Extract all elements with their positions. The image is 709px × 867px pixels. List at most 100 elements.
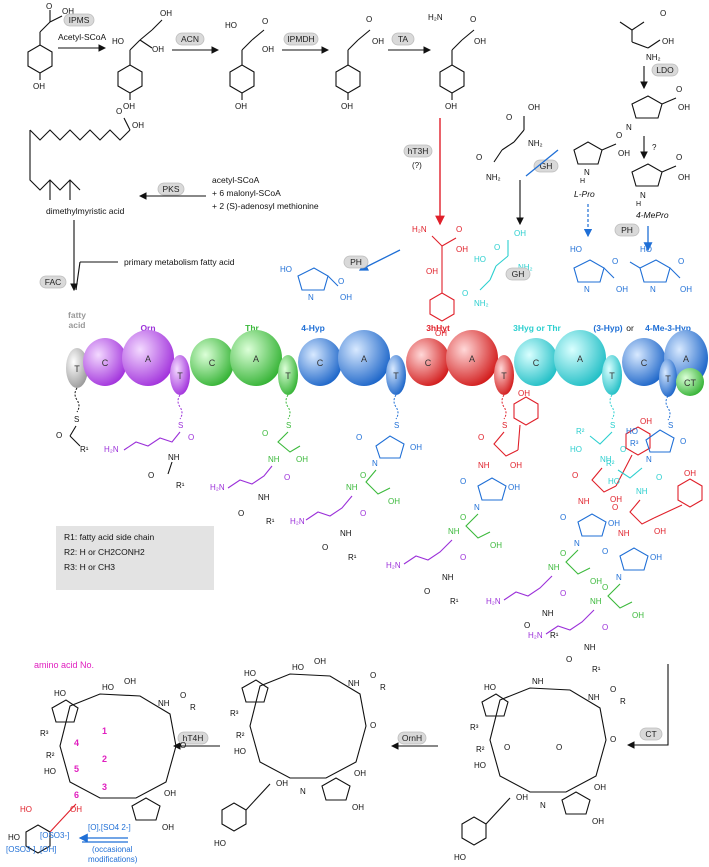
intermediate-1: S O R¹ — [56, 387, 89, 454]
svg-text:OH: OH — [680, 285, 692, 294]
label-4-mepro: 4-MePro — [636, 210, 669, 220]
svg-text:OH: OH — [276, 779, 288, 788]
svg-text:NH: NH — [588, 693, 600, 702]
svg-text:OH: OH — [314, 657, 326, 666]
svg-text:O: O — [424, 587, 430, 596]
svg-text:HO: HO — [225, 21, 237, 30]
svg-text:O: O — [356, 433, 362, 442]
svg-text:HO: HO — [102, 683, 114, 692]
svg-text:GH: GH — [512, 269, 525, 279]
svg-text:O: O — [188, 433, 194, 442]
svg-text:5: 5 — [74, 764, 79, 774]
svg-text:S: S — [178, 421, 183, 430]
svg-text:C: C — [641, 358, 648, 368]
svg-text:A: A — [683, 354, 689, 364]
domain-c-hhyt — [406, 338, 450, 386]
svg-text:C: C — [533, 358, 540, 368]
svg-text:O: O — [262, 17, 268, 26]
svg-text:O: O — [360, 471, 366, 480]
svg-text:S: S — [286, 421, 291, 430]
svg-text:O: O — [46, 2, 52, 11]
svg-text:O: O — [560, 513, 566, 522]
svg-text:HO: HO — [234, 747, 246, 756]
svg-text:R³: R³ — [40, 729, 49, 738]
svg-text:O: O — [602, 623, 608, 632]
domain-c-4hyp — [298, 338, 342, 386]
label-ho-phenol: HO — [8, 833, 20, 842]
svg-text:hT4H: hT4H — [183, 733, 204, 743]
svg-text:T: T — [501, 371, 507, 381]
pill-ipmdh: IPMDH — [283, 32, 319, 46]
svg-text:OH: OH — [618, 149, 630, 158]
svg-text:H₂N: H₂N — [412, 225, 427, 234]
structure-4-hydroxyphenylpyruvate: OH O OH — [27, 2, 74, 91]
structure-isopropylmalate-analog: OH HO OH OH — [112, 9, 172, 111]
svg-text:O: O — [322, 543, 328, 552]
svg-text:OH: OH — [678, 173, 690, 182]
svg-text:O: O — [460, 477, 466, 486]
svg-text:OH: OH — [235, 102, 247, 111]
svg-text:R¹: R¹ — [450, 597, 459, 606]
svg-text:HO: HO — [292, 663, 304, 672]
svg-text:HO: HO — [608, 477, 620, 486]
svg-text:N: N — [308, 293, 314, 302]
structure-3-hydroxyproline: HO N O OH — [570, 245, 628, 294]
svg-text:OH: OH — [528, 103, 540, 112]
svg-text:R³: R³ — [630, 439, 639, 448]
svg-text:3: 3 — [102, 782, 107, 792]
svg-text:R³: R³ — [230, 709, 239, 718]
intermediate-6: S R² HO O NH OH OH O NH OH N O OH NH O H… — [486, 394, 652, 640]
svg-text:R¹: R¹ — [266, 517, 275, 526]
structure-3-hydroxyhomotyrosine: H₂N O OH OH OH — [412, 225, 468, 338]
domain-a-hyg — [554, 330, 606, 386]
label-amino-acid-number: amino acid No. — [34, 660, 94, 670]
svg-text:NH₂: NH₂ — [528, 139, 543, 148]
pill-pks: PKS — [157, 182, 185, 196]
svg-text:OH: OH — [296, 455, 308, 464]
svg-text:NH₂: NH₂ — [518, 263, 533, 272]
svg-text:N: N — [584, 168, 590, 177]
svg-text:OH: OH — [592, 817, 604, 826]
label-oso3-lower: [OSO3-] — [6, 845, 35, 854]
svg-text:NH₂: NH₂ — [474, 299, 489, 308]
svg-text:R²: R² — [236, 731, 245, 740]
svg-text:PH: PH — [621, 225, 633, 235]
legend-r3: R3: H or CH3 — [64, 562, 116, 572]
svg-text:NH: NH — [448, 527, 460, 536]
svg-text:O: O — [566, 655, 572, 664]
svg-text:OH: OH — [490, 541, 502, 550]
svg-text:OH: OH — [456, 245, 468, 254]
structure-dehydro-methylproline: N O OH — [626, 85, 690, 132]
svg-text:O: O — [370, 721, 376, 730]
structure-4-methylproline: N H O OH — [631, 153, 690, 208]
pill-ph-1: PH — [343, 255, 369, 269]
svg-text:N: N — [474, 503, 480, 512]
svg-text:OH: OH — [341, 102, 353, 111]
label-primary-fatty-acid: primary metabolism fatty acid — [124, 257, 235, 267]
pill-ct: CT — [639, 727, 663, 741]
svg-text:O: O — [476, 153, 482, 162]
svg-text:O: O — [676, 153, 682, 162]
svg-text:O: O — [456, 225, 462, 234]
svg-text:R¹: R¹ — [80, 445, 89, 454]
svg-text:R: R — [620, 697, 626, 706]
svg-text:O: O — [494, 243, 500, 252]
svg-text:R: R — [190, 703, 196, 712]
svg-text:N: N — [616, 573, 622, 582]
domain-c-orn — [83, 338, 127, 386]
svg-text:H₂N: H₂N — [486, 597, 501, 606]
module-label-6: (3-Hyp) — [593, 323, 622, 333]
svg-text:OH: OH — [262, 45, 274, 54]
cyclic-peptide-final-product: R³ HO R² HO HO OH NH O R O OH OH HO OH 1… — [20, 677, 196, 854]
svg-text:R²: R² — [576, 427, 585, 436]
svg-text:PH: PH — [350, 257, 362, 267]
svg-text:NH₂: NH₂ — [486, 173, 501, 182]
svg-text:O: O — [504, 743, 510, 752]
svg-text:R³: R³ — [470, 723, 479, 732]
or-label: or — [626, 323, 634, 333]
svg-text:NH: NH — [590, 597, 602, 606]
svg-text:NH: NH — [158, 699, 170, 708]
svg-text:O: O — [56, 431, 62, 440]
svg-text:2: 2 — [102, 754, 107, 764]
